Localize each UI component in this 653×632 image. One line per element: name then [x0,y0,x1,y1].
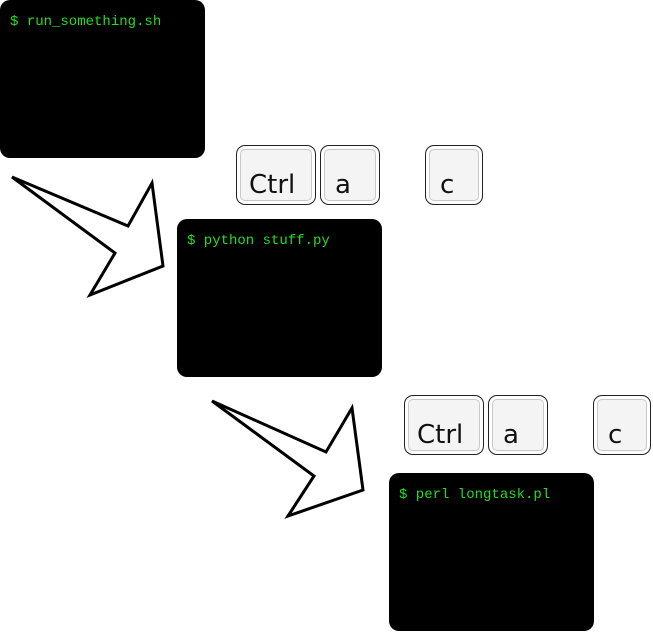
terminal-window-2: $ python stuff.py [177,219,382,377]
ctrl-key-1: Ctrl [236,145,316,205]
terminal-window-1: $ run_something.sh [0,0,205,158]
arrow-1-icon [11,175,165,299]
c-key-2: c [593,395,651,455]
a-key-1: a [320,145,380,205]
terminal-command-3: $ perl longtask.pl [399,487,551,503]
a-key-label-1: a [335,170,351,200]
ctrl-key-label-1: Ctrl [249,170,296,200]
c-key-label-2: c [608,420,623,450]
a-key-2: a [488,395,548,455]
terminal-command-1: $ run_something.sh [10,14,162,30]
ctrl-key-2: Ctrl [404,395,484,455]
ctrl-key-label-2: Ctrl [417,420,464,450]
arrow-2-icon [211,399,365,519]
c-key-1: c [425,145,483,205]
terminal-command-2: $ python stuff.py [187,233,330,249]
a-key-label-2: a [503,420,519,450]
c-key-label-1: c [440,170,455,200]
terminal-window-3: $ perl longtask.pl [389,473,594,631]
